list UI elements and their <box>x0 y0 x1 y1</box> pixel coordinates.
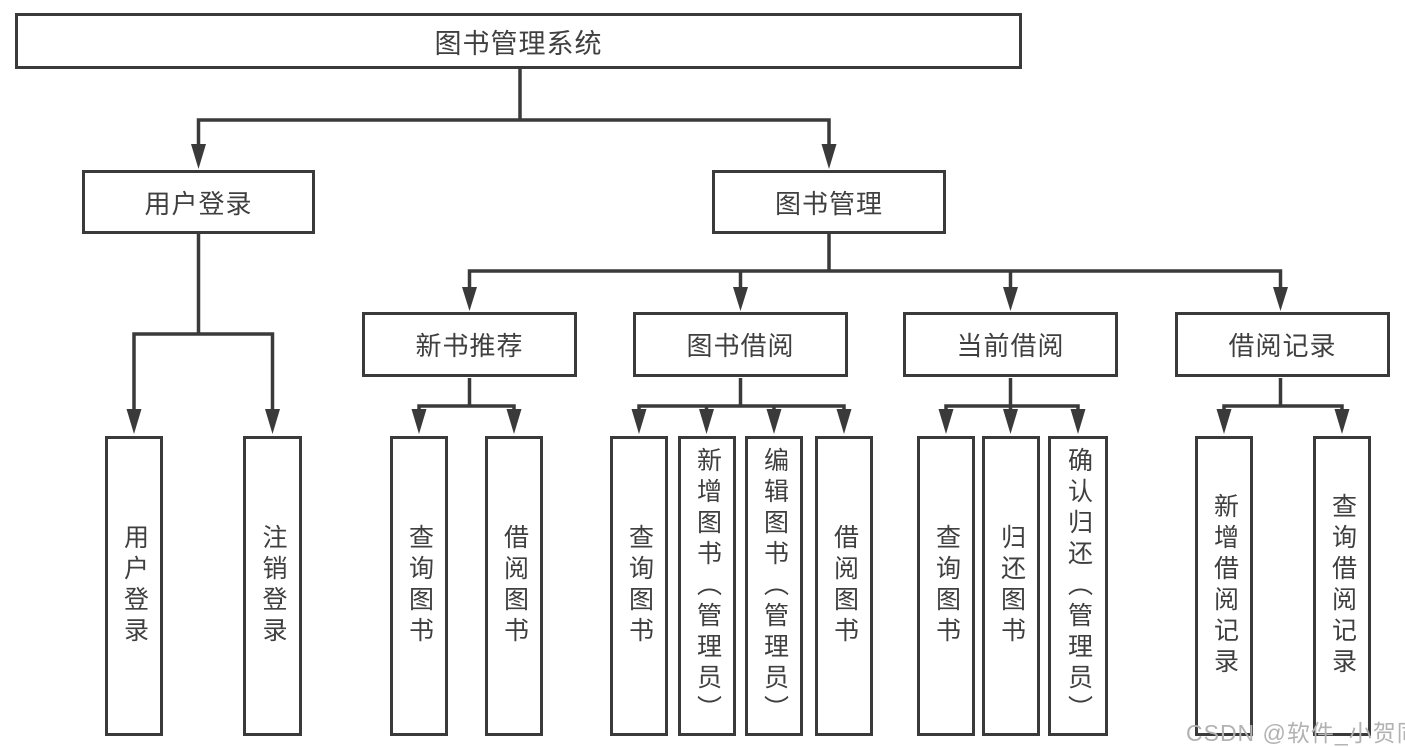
node-leaf-user-login: 用户登录 <box>105 436 163 736</box>
node-label: 图书借阅 <box>686 331 795 361</box>
node-leaf-confirm-return-admin: 确认归还（管理员） <box>1048 436 1108 736</box>
node-leaf-return-books: 归还图书 <box>982 436 1040 736</box>
node-current-borrowing: 当前借阅 <box>903 312 1118 377</box>
node-leaf-query-borrow-record: 查询借阅记录 <box>1313 436 1371 736</box>
node-new-book-recommend: 新书推荐 <box>362 312 577 377</box>
node-label: 编辑图书（管理员） <box>760 446 789 726</box>
node-leaf-query-books-current: 查询图书 <box>917 436 975 736</box>
node-label: 新增图书（管理员） <box>693 446 722 726</box>
node-book-borrowing: 图书借阅 <box>633 312 848 377</box>
watermark: CSDN @软件_小贺同学 <box>1186 720 1405 746</box>
node-leaf-query-books-recommend: 查询图书 <box>390 436 448 736</box>
node-label: 注销登录 <box>259 524 287 648</box>
node-leaf-query-books-borrowing: 查询图书 <box>610 436 668 736</box>
node-leaf-borrow-books-borrowing: 借阅图书 <box>815 436 873 736</box>
node-label: 当前借阅 <box>956 331 1065 361</box>
node-leaf-logout: 注销登录 <box>243 436 302 736</box>
node-borrow-records: 借阅记录 <box>1175 312 1390 377</box>
node-user-login: 用户登录 <box>82 170 315 234</box>
node-label: 新书推荐 <box>415 331 524 361</box>
node-label: 图书管理系统 <box>434 28 603 59</box>
node-label: 用户登录 <box>120 524 149 648</box>
node-root-library-management-system: 图书管理系统 <box>15 13 1022 69</box>
node-leaf-borrow-books-recommend: 借阅图书 <box>485 436 543 736</box>
node-label: 用户登录 <box>144 188 253 219</box>
node-label: 查询图书 <box>405 524 434 648</box>
node-label: 查询图书 <box>625 524 654 648</box>
node-label: 借阅图书 <box>830 524 859 648</box>
node-book-management: 图书管理 <box>712 170 946 234</box>
node-label: 借阅记录 <box>1228 331 1337 361</box>
node-label: 新增借阅记录 <box>1210 493 1239 679</box>
node-leaf-add-book-admin: 新增图书（管理员） <box>678 436 736 736</box>
node-label: 归还图书 <box>997 524 1026 648</box>
node-label: 查询借阅记录 <box>1328 493 1357 679</box>
node-label: 借阅图书 <box>500 524 529 648</box>
node-label: 图书管理 <box>774 188 883 219</box>
node-leaf-edit-book-admin: 编辑图书（管理员） <box>745 436 803 736</box>
node-leaf-add-borrow-record: 新增借阅记录 <box>1195 436 1253 736</box>
node-label: 确认归还（管理员） <box>1064 446 1093 726</box>
node-label: 查询图书 <box>932 524 961 648</box>
